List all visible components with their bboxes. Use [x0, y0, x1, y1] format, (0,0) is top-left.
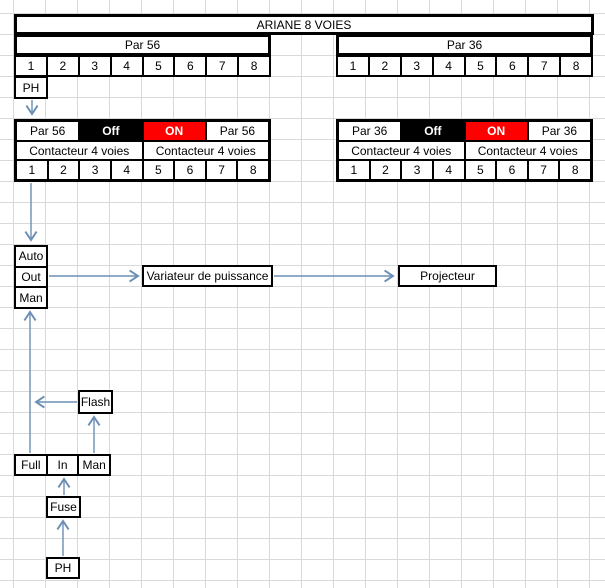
- channel-cell: 5: [463, 57, 496, 75]
- dimmer-label: Variateur de puissance: [146, 269, 269, 283]
- par-label-cell: Par 36: [339, 122, 401, 140]
- channel-cell: 7: [204, 161, 237, 180]
- projector-label: Projecteur: [420, 269, 475, 283]
- channel-cell: 8: [559, 57, 591, 75]
- channel-cell: 4: [109, 161, 142, 180]
- mode-auto-box: Auto: [18, 249, 44, 264]
- ph-bottom-label: PH: [54, 561, 72, 575]
- on-switch[interactable]: ON: [141, 122, 205, 140]
- off-switch[interactable]: Off: [78, 122, 142, 140]
- contactor-left-name-row: Contacteur 4 voies Contacteur 4 voies: [17, 139, 268, 160]
- title-box: ARIANE 8 VOIES: [14, 14, 594, 35]
- channel-cell: 3: [400, 161, 432, 180]
- channel-cell: 7: [526, 161, 559, 180]
- channel-cell: 8: [558, 161, 590, 180]
- ph-top-label: PH: [22, 80, 40, 95]
- channel-cell: 1: [17, 161, 47, 180]
- fuse-box: Fuse: [46, 496, 81, 518]
- in-box: In: [45, 456, 78, 474]
- contactor-cell: Contacteur 4 voies: [141, 141, 268, 160]
- mode-stack: Auto Out Man: [14, 245, 48, 309]
- par-label-cell: Par 36: [526, 122, 590, 140]
- contactor-left-channels: 1 2 3 4 5 6 7 8: [17, 159, 268, 180]
- par-label-cell: Par 56: [204, 122, 268, 140]
- channel-cell: 5: [141, 57, 174, 75]
- contactor-cell: Contacteur 4 voies: [339, 141, 464, 160]
- contactor-left-switch-row: Par 56 Off ON Par 56: [17, 122, 268, 140]
- full-box: Full: [16, 456, 46, 474]
- on-switch[interactable]: ON: [463, 122, 527, 140]
- patch-right-header: Par 36: [336, 34, 593, 56]
- dimmer-box: Variateur de puissance: [142, 265, 273, 287]
- man-manual-box: Man: [77, 456, 110, 474]
- channel-cell: 4: [431, 161, 464, 180]
- mode-man-box: Man: [16, 286, 46, 307]
- contactor-block-left: Par 56 Off ON Par 56 Contacteur 4 voies …: [14, 119, 271, 182]
- channel-cell: 6: [495, 57, 528, 75]
- channel-cell: 1: [338, 57, 368, 75]
- contactor-right-switch-row: Par 36 Off ON Par 36: [339, 122, 590, 140]
- channel-cell: 2: [46, 161, 79, 180]
- projector-box: Projecteur: [398, 265, 497, 287]
- channel-cell: 1: [16, 57, 46, 75]
- channel-cell: 4: [109, 57, 142, 75]
- par-label-cell: Par 56: [17, 122, 79, 140]
- fuse-label: Fuse: [50, 500, 77, 514]
- channel-cell: 2: [45, 57, 78, 75]
- channel-cell: 7: [527, 57, 560, 75]
- full-in-man-row: Full In Man: [14, 454, 111, 476]
- channel-cell: 6: [495, 161, 527, 180]
- channel-cell: 4: [431, 57, 464, 75]
- patch-right-header-label: Par 36: [446, 38, 483, 52]
- patch-left-header-label: Par 56: [124, 38, 161, 52]
- contactor-block-right: Par 36 Off ON Par 36 Contacteur 4 voies …: [336, 119, 593, 182]
- channel-cell: 3: [77, 57, 110, 75]
- channel-cell: 8: [236, 161, 268, 180]
- ph-bottom-box: PH: [46, 557, 80, 579]
- flash-label: Flash: [80, 395, 111, 409]
- channel-cell: 1: [339, 161, 369, 180]
- patch-left-header: Par 56: [14, 34, 271, 56]
- channel-cell: 6: [173, 161, 205, 180]
- channel-cell: 7: [205, 57, 238, 75]
- page-title: ARIANE 8 VOIES: [256, 17, 352, 32]
- contactor-cell: Contacteur 4 voies: [463, 141, 590, 160]
- contactor-right-name-row: Contacteur 4 voies Contacteur 4 voies: [339, 139, 590, 160]
- patch-left-channels: 1 2 3 4 5 6 7 8: [14, 55, 271, 77]
- channel-cell: 8: [237, 57, 269, 75]
- contactor-right-channels: 1 2 3 4 5 6 7 8: [339, 159, 590, 180]
- channel-cell: 5: [463, 161, 496, 180]
- patch-right-channels: 1 2 3 4 5 6 7 8: [336, 55, 593, 77]
- ph-top-box: PH: [14, 76, 48, 99]
- mode-out-box: Out: [16, 265, 46, 287]
- channel-cell: 2: [368, 161, 401, 180]
- flash-box: Flash: [78, 390, 113, 414]
- off-switch[interactable]: Off: [400, 122, 464, 140]
- channel-cell: 3: [78, 161, 110, 180]
- contactor-cell: Contacteur 4 voies: [17, 141, 142, 160]
- channel-cell: 5: [141, 161, 174, 180]
- channel-cell: 3: [399, 57, 432, 75]
- channel-cell: 6: [173, 57, 206, 75]
- channel-cell: 2: [367, 57, 400, 75]
